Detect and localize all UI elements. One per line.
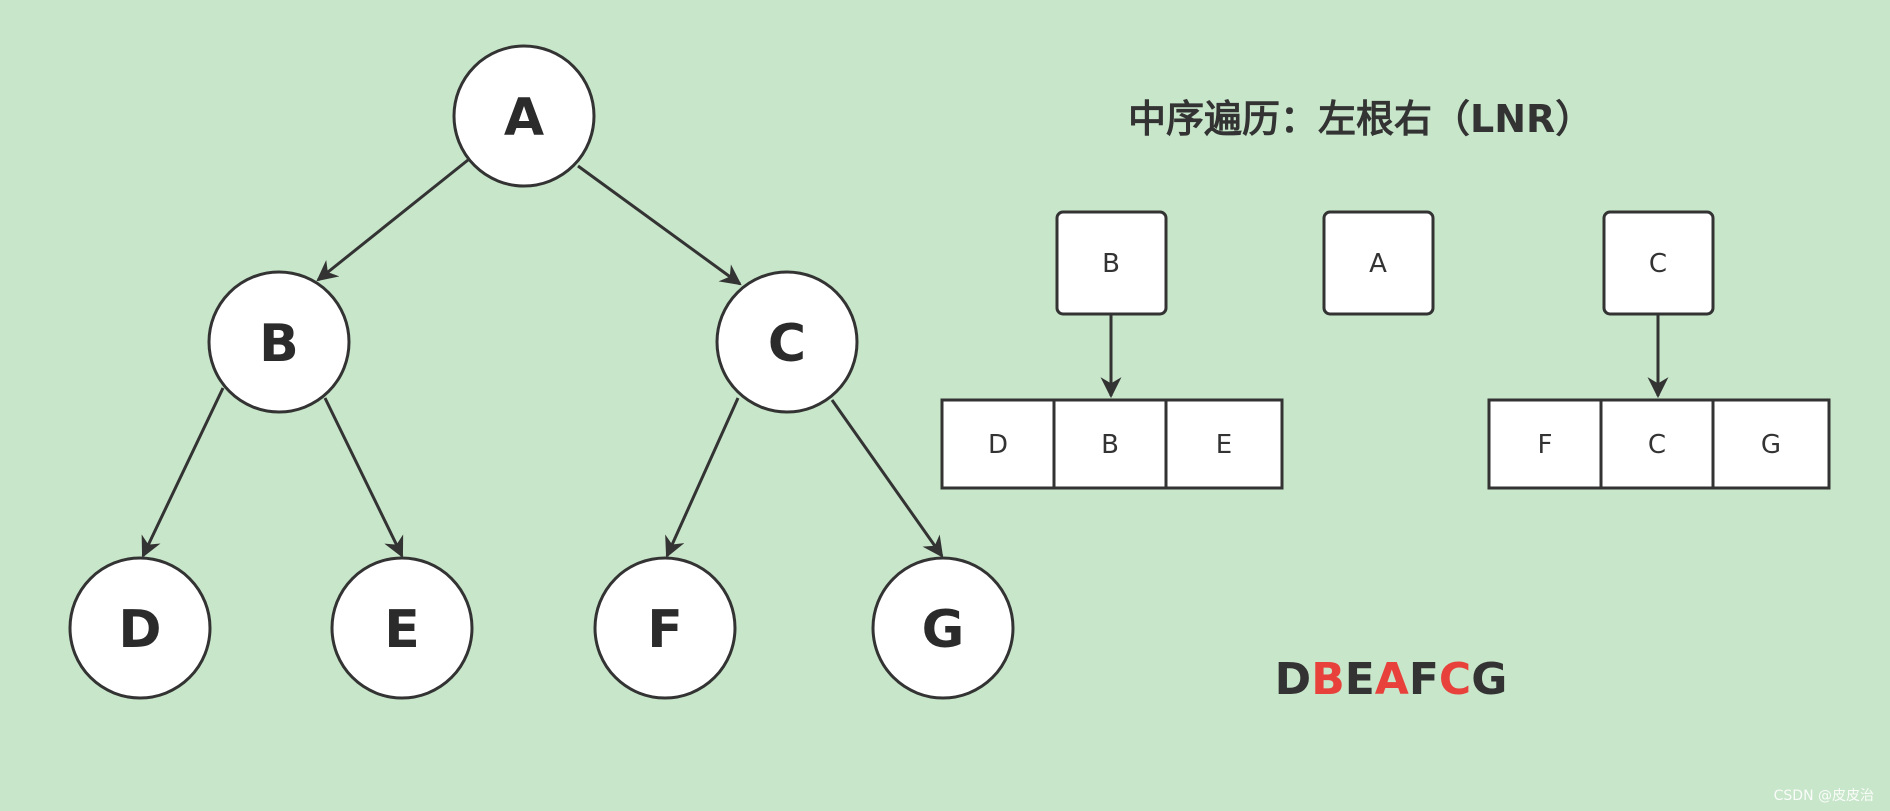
step-right-cell-box-2: [1599, 398, 1715, 490]
edge-b-e: [323, 397, 404, 558]
step-center: A: [1322, 210, 1435, 316]
node-label-d: D: [118, 600, 161, 660]
watermark: CSDN @皮皮治: [1774, 788, 1874, 804]
node-label-c: C: [768, 314, 806, 374]
step-left-cell-1: D: [988, 430, 1008, 460]
edge-a-b: [316, 158, 469, 282]
result-letter-5: F: [1409, 654, 1439, 705]
edge-a-c: [577, 164, 742, 286]
result-letter-6: C: [1439, 654, 1471, 705]
tree-node-b: B: [207, 270, 351, 414]
result-letter-3: E: [1345, 654, 1375, 705]
edge-c-f: [665, 397, 740, 558]
node-label-g: G: [922, 600, 965, 660]
result-letter-1: D: [1275, 654, 1312, 705]
step-center-root-box: [1322, 210, 1435, 316]
tree-node-g: G: [871, 556, 1015, 700]
edge-c-g: [830, 399, 944, 558]
step-left-cell-box-3: [1164, 398, 1284, 490]
tree-node-f: F: [593, 556, 737, 700]
step-right-cell-box-1: [1487, 398, 1603, 490]
page-title: 中序遍历：左根右（LNR）: [1128, 97, 1593, 141]
tree-node-d: D: [68, 556, 212, 700]
node-label-e: E: [384, 600, 420, 660]
step-left-cell-box-1: [940, 398, 1056, 490]
result-letter-7: G: [1471, 654, 1507, 705]
tree-edges: [141, 158, 944, 558]
step-right-cell-2: C: [1648, 430, 1666, 460]
step-right-cell-box-3: [1711, 398, 1831, 490]
node-label-f: F: [647, 600, 683, 660]
step-right-cell-1: F: [1538, 430, 1553, 460]
tree-node-a: A: [452, 44, 596, 188]
step-left-cell-3: E: [1216, 430, 1232, 460]
node-label-b: B: [259, 314, 299, 374]
result-letter-4: A: [1375, 654, 1409, 705]
step-right-cell-3: G: [1761, 430, 1781, 460]
step-right: C F C G: [1487, 210, 1831, 490]
node-label-a: A: [504, 88, 544, 148]
result-letter-2: B: [1311, 654, 1345, 705]
tree-node-c: C: [715, 270, 859, 414]
edge-b-d: [141, 387, 225, 558]
tree-node-e: E: [330, 556, 474, 700]
step-left-cell-2: B: [1101, 430, 1119, 460]
step-left: B D B E: [940, 210, 1284, 490]
result-sequence: DBEAFCG: [1275, 654, 1508, 705]
step-right-root-label: C: [1649, 249, 1667, 279]
step-left-root-label: B: [1102, 249, 1120, 279]
step-center-root-label: A: [1369, 249, 1387, 279]
